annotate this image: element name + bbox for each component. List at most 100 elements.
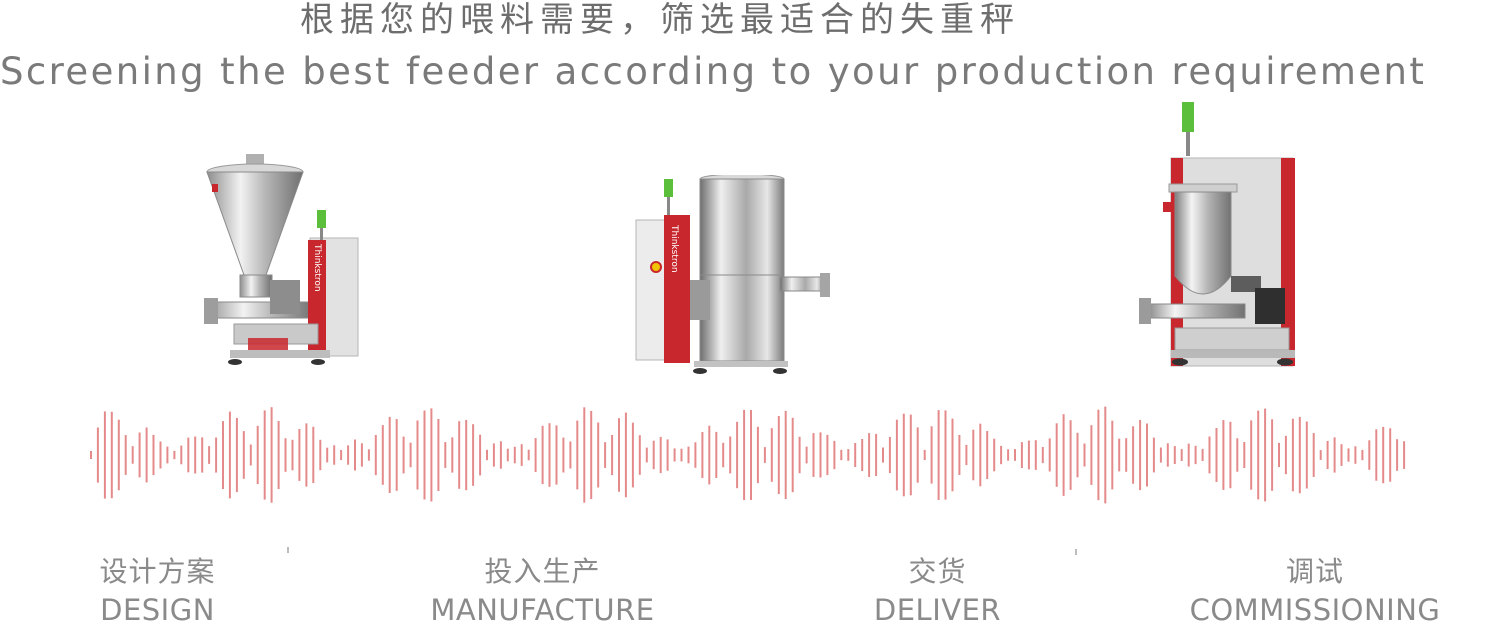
wave-bar [555, 425, 558, 485]
wave-bar [1152, 437, 1155, 473]
wave-bar [826, 434, 829, 476]
wave-bar [131, 446, 134, 464]
wave-bar [847, 449, 850, 461]
wave-bar [256, 425, 259, 485]
wave-bar [249, 444, 252, 466]
wave-bar [312, 426, 315, 484]
wave-bar [333, 445, 336, 465]
wave-bar [180, 445, 183, 465]
wave-bar [326, 447, 329, 463]
wave-bar [618, 418, 620, 492]
wave-bar [173, 450, 176, 460]
wave-bar [882, 447, 884, 463]
wave-bar [1403, 441, 1406, 469]
wave-bar [1125, 438, 1128, 472]
wave-bar [451, 437, 454, 473]
wave-bar [1278, 442, 1280, 468]
wave-bar [1201, 448, 1204, 461]
wave-bar [993, 438, 996, 472]
wave-bar [1326, 441, 1329, 469]
wave-bar [1361, 449, 1364, 461]
wave-bar [937, 410, 940, 500]
wave-bar [1173, 446, 1176, 464]
wave-bar [145, 427, 148, 483]
wave-bar [701, 432, 704, 478]
feeder-image-bowl-hopper [1139, 102, 1295, 367]
wave-bar [492, 443, 495, 467]
wave-bar [319, 439, 322, 471]
wave-bar [979, 423, 982, 487]
wave-bar [340, 449, 343, 461]
wave-bar [1111, 420, 1114, 490]
wave-bar [930, 426, 933, 484]
wave-bar [423, 410, 426, 500]
wave-bar [1187, 443, 1190, 467]
wave-bar [347, 445, 350, 465]
wave-bar [1305, 421, 1308, 489]
wave-bar [736, 421, 739, 489]
wave-bar [1146, 423, 1148, 487]
wave-bar [354, 439, 356, 471]
wave-bar [888, 437, 891, 474]
wave-bar [708, 425, 711, 485]
wave-bar [1090, 425, 1093, 485]
wave-bar [666, 439, 669, 471]
wave-bar [367, 449, 370, 461]
wave-bar [534, 438, 537, 472]
wave-bar [1076, 432, 1079, 478]
wave-bar [861, 439, 864, 471]
wave-bar [1222, 420, 1225, 490]
wave-bar [958, 435, 961, 475]
separator-dot [287, 547, 289, 553]
wave-bar [854, 443, 857, 467]
wave-bar [729, 436, 732, 474]
wave-bar [1340, 444, 1343, 466]
wave-bar [1097, 409, 1100, 501]
wave-bar [902, 413, 905, 497]
wave-bar [1132, 426, 1135, 484]
wave-bar [819, 432, 822, 478]
page-title-en: Screening the best feeder according to y… [0, 50, 1427, 93]
wave-bar [1236, 438, 1239, 472]
wave-bar [583, 407, 586, 503]
step-label-cn: 设计方案 [99, 555, 216, 588]
wave-bar [1271, 419, 1274, 491]
wave-bar [750, 410, 752, 500]
wave-bar [1250, 420, 1253, 490]
step-deliver: 交货 DELIVER [860, 553, 1015, 629]
wave-bar [1014, 449, 1016, 461]
wave-bar [722, 442, 725, 468]
wave-bar [1159, 447, 1162, 463]
wave-bar [465, 419, 468, 491]
wave-bar [680, 448, 683, 462]
wave-bar [152, 434, 155, 476]
waveform-divider [90, 406, 1406, 504]
wave-bar [770, 428, 773, 482]
wave-bar [242, 431, 245, 479]
wave-bar [305, 423, 308, 487]
wave-bar [743, 409, 746, 501]
wave-bar [402, 436, 405, 474]
wave-bar [194, 436, 197, 474]
wave-bar [868, 433, 871, 477]
wave-bar [576, 420, 579, 490]
wave-bar [430, 408, 433, 502]
wave-bar [360, 443, 363, 467]
wave-bar [1118, 438, 1121, 472]
wave-bar [222, 421, 224, 489]
wave-bar [548, 423, 551, 487]
wave-bar [763, 447, 766, 463]
wave-bar [840, 449, 843, 461]
wave-bar [228, 411, 231, 499]
wave-bar [513, 446, 516, 464]
wave-bar [777, 416, 780, 495]
wave-bar [798, 436, 801, 474]
wave-bar [458, 421, 461, 489]
wave-bar [166, 446, 169, 464]
wave-bar [201, 437, 204, 473]
wave-bar [1291, 418, 1294, 492]
wave-bar [1027, 440, 1030, 470]
wave-bar [1382, 426, 1385, 484]
wave-bar [1319, 450, 1322, 460]
step-label-cn: 调试 [1285, 555, 1344, 588]
